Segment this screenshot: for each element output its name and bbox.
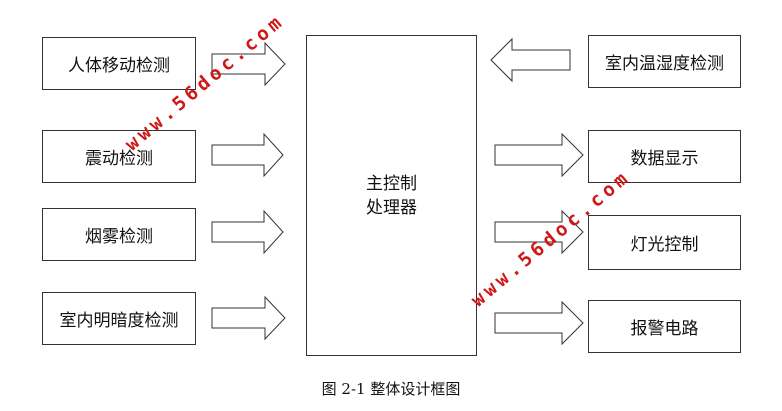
output-box-alarm: 报警电路	[588, 300, 741, 353]
arrow-right-icon	[211, 41, 286, 87]
input-box-light: 室内明暗度检测	[42, 292, 196, 345]
arrow-right-icon	[211, 132, 284, 178]
input-box-smoke: 烟雾检测	[42, 208, 196, 261]
arrow-right-icon	[494, 132, 584, 178]
main-controller-box: 主控制 处理器	[306, 35, 477, 356]
output-box-display: 数据显示	[588, 130, 741, 183]
arrow-right-icon	[494, 209, 584, 255]
arrow-right-icon	[494, 300, 584, 346]
figure-caption: 图 2-1 整体设计框图	[321, 380, 461, 398]
output-box-lighting: 灯光控制	[588, 215, 741, 270]
arrow-left-icon	[490, 37, 571, 83]
input-box-vibration: 震动检测	[42, 130, 196, 183]
controller-label-1: 主控制	[366, 173, 417, 194]
controller-label-2: 处理器	[366, 197, 417, 218]
arrow-right-icon	[211, 209, 284, 255]
input-box-motion: 人体移动检测	[42, 37, 196, 90]
temp-humidity-box: 室内温湿度检测	[588, 35, 741, 88]
arrow-right-icon	[211, 295, 286, 341]
